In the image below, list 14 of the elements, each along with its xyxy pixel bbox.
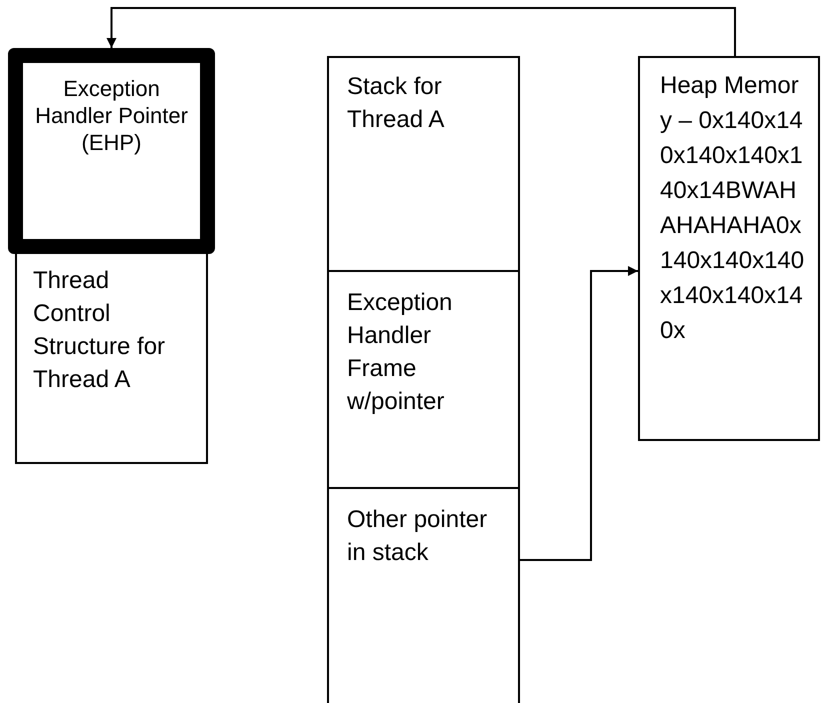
box-label: Other pointer in stack [347, 505, 488, 568]
structure-box [15, 252, 208, 464]
pointer-box [8, 48, 215, 254]
arrow [106, 7, 736, 56]
memory-box [638, 56, 820, 441]
box-label: Exception Handler Frame w/pointer [347, 288, 454, 417]
stack-section [327, 270, 520, 489]
arrow [520, 266, 638, 561]
box-label: Heap Memory – 0x140x140x140x140x140x14BWAHAHAHAHA0x140x140x140x140x140x140x [660, 71, 806, 346]
stack-section [327, 56, 520, 272]
box-label: Exception Handler Pointer (EHP) [34, 75, 189, 156]
stack-section [327, 487, 520, 703]
box-label: Stack for Thread A [347, 72, 446, 135]
box-label: Thread Control Structure for Thread A [33, 266, 166, 395]
